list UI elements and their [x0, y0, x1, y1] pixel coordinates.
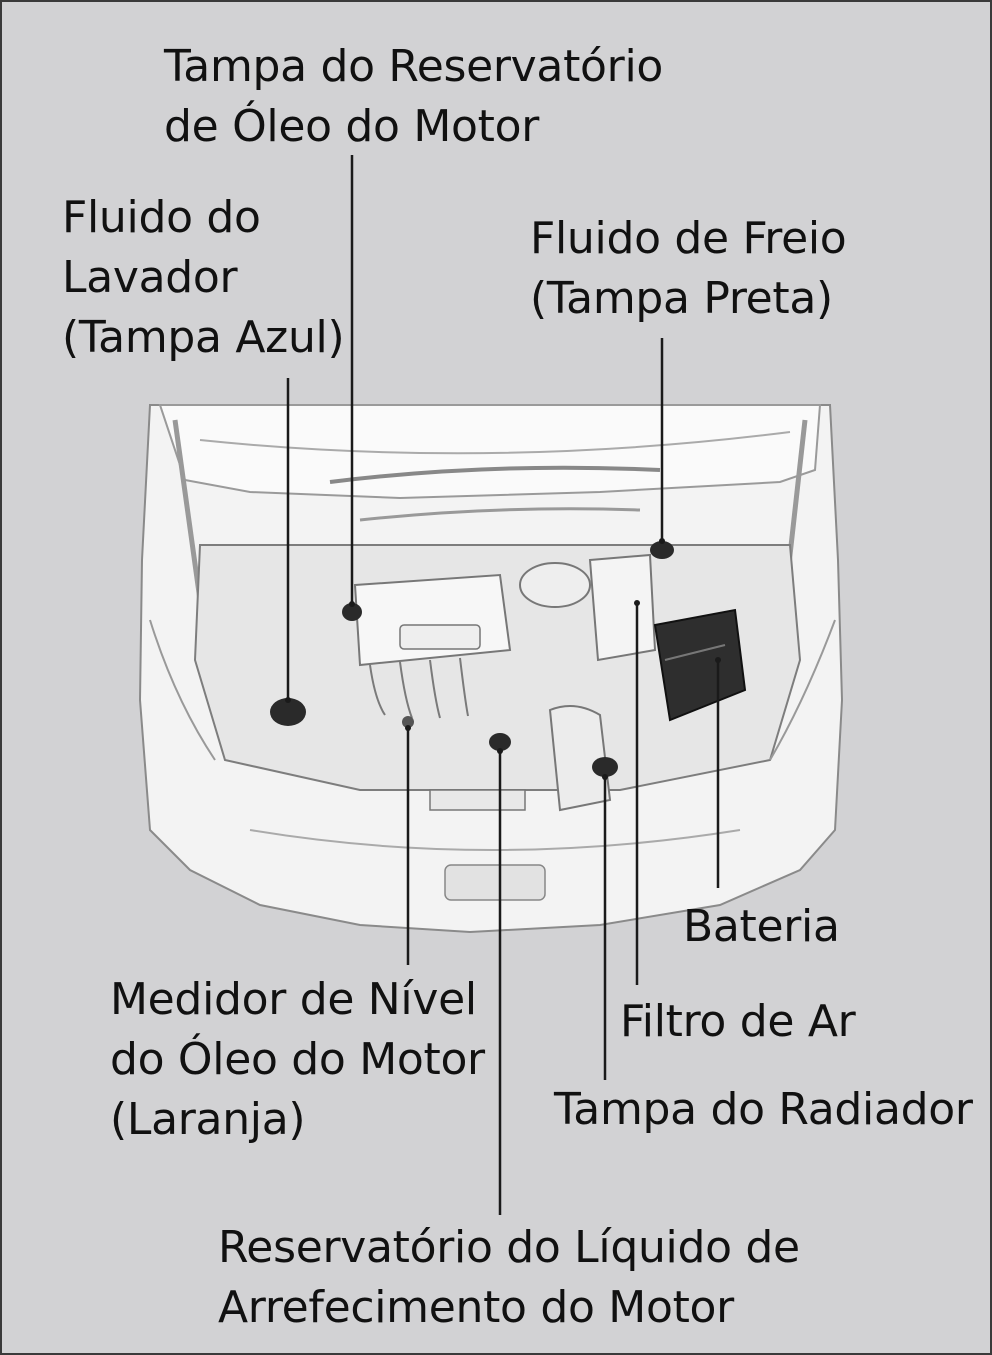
dipstick-handle-icon — [402, 716, 414, 728]
oil-filler-cap-icon — [342, 603, 362, 621]
label-line: Reservatório do Líquido de — [218, 1222, 800, 1273]
label-line: Fluido de Freio — [530, 213, 847, 264]
label-air-cleaner: Filtro de Ar — [620, 992, 856, 1052]
label-line: de Óleo do Motor — [164, 101, 540, 152]
coolant-cap-icon — [489, 733, 511, 751]
label-coolant-reservoir: Reservatório do Líquido de Arrefecimento… — [218, 1218, 800, 1338]
label-line: Tampa do Radiador — [554, 1084, 973, 1135]
label-brake-fluid: Fluido de Freio (Tampa Preta) — [530, 209, 847, 329]
label-line: Medidor de Nível — [110, 974, 477, 1025]
washer-cap-icon — [270, 698, 306, 726]
label-line: Fluido do — [62, 192, 261, 243]
label-line: do Óleo do Motor — [110, 1034, 485, 1085]
label-line: (Tampa Preta) — [530, 273, 833, 324]
label-line: Filtro de Ar — [620, 996, 856, 1047]
label-battery: Bateria — [683, 897, 840, 957]
car-body — [138, 404, 844, 934]
label-line: (Tampa Azul) — [62, 312, 345, 363]
label-line: Tampa do Reservatório — [164, 41, 663, 92]
label-oil-filler-cap: Tampa do Reservatório de Óleo do Motor — [164, 37, 663, 157]
radiator-cap-icon — [592, 757, 618, 777]
label-radiator-cap: Tampa do Radiador — [554, 1080, 973, 1140]
label-line: Lavador — [62, 252, 238, 303]
brake-fluid-cap-icon — [650, 541, 674, 559]
label-washer-fluid: Fluido do Lavador (Tampa Azul) — [62, 188, 345, 368]
leader-lines — [286, 155, 720, 1215]
label-line: Bateria — [683, 901, 840, 952]
label-line: Arrefecimento do Motor — [218, 1282, 734, 1333]
label-dipstick: Medidor de Nível do Óleo do Motor (Laran… — [110, 970, 485, 1150]
label-line: (Laranja) — [110, 1094, 306, 1145]
